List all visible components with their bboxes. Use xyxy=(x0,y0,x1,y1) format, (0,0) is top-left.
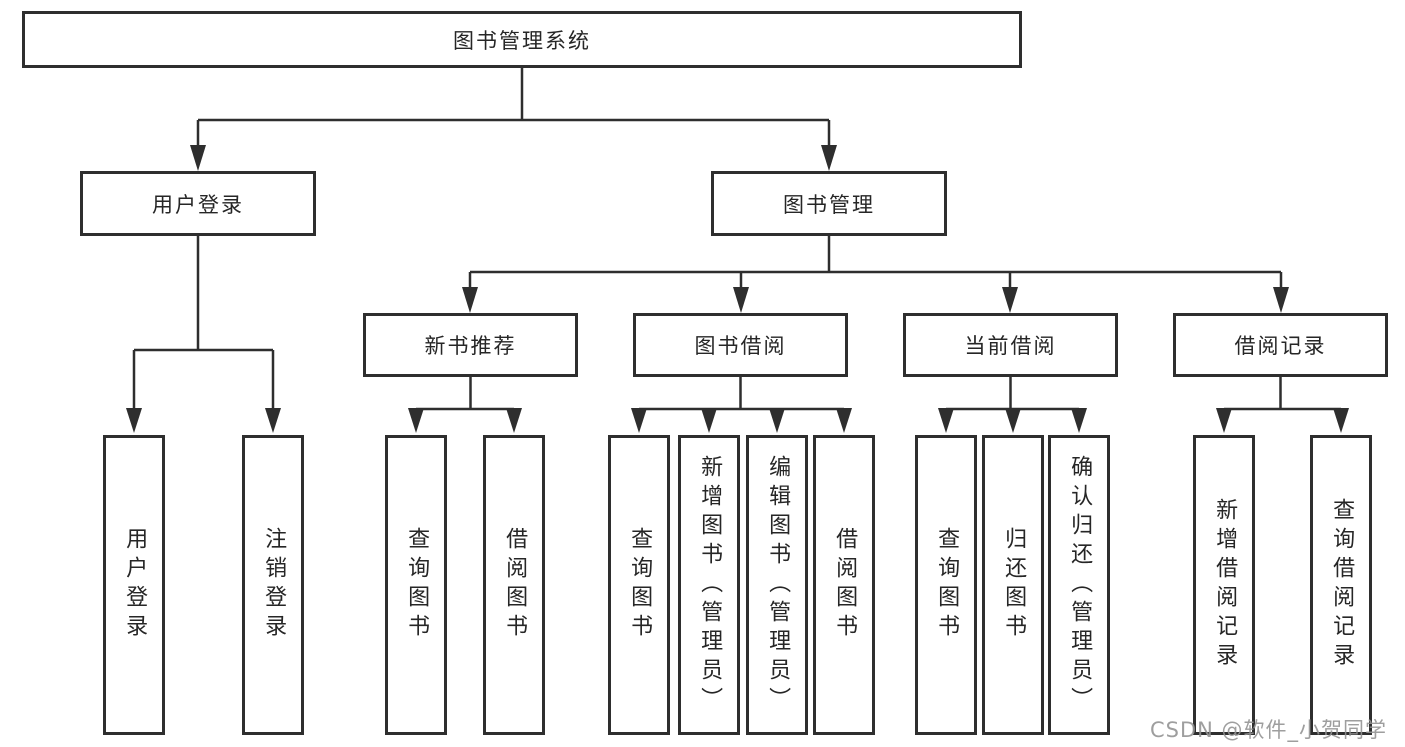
leaf-add-books-admin: 新增图书（管理员） xyxy=(678,435,740,735)
node-root: 图书管理系统 xyxy=(22,11,1022,68)
leaf-add-borrow-record: 新增借阅记录 xyxy=(1193,435,1255,735)
leaf-confirm-return-admin-label: 确认归还（管理员） xyxy=(1067,454,1093,716)
leaf-borrow-books-1-label: 借阅图书 xyxy=(502,527,528,643)
leaf-logout: 注销登录 xyxy=(242,435,304,735)
node-user-login: 用户登录 xyxy=(80,171,316,236)
leaf-logout-label: 注销登录 xyxy=(261,527,287,643)
node-current-borrow: 当前借阅 xyxy=(903,313,1118,377)
leaf-user-login-label: 用户登录 xyxy=(122,527,148,643)
leaf-user-login: 用户登录 xyxy=(103,435,165,735)
leaf-borrow-books-1: 借阅图书 xyxy=(483,435,545,735)
node-borrow-records-label: 借阅记录 xyxy=(1234,334,1327,358)
node-user-login-label: 用户登录 xyxy=(152,192,244,217)
node-book-management: 图书管理 xyxy=(711,171,947,236)
leaf-query-books-2-label: 查询图书 xyxy=(627,527,653,643)
leaf-borrow-books-2: 借阅图书 xyxy=(813,435,875,735)
leaf-query-books-3-label: 查询图书 xyxy=(934,527,960,643)
leaf-query-borrow-record: 查询借阅记录 xyxy=(1310,435,1372,735)
leaf-query-books-1-label: 查询图书 xyxy=(404,527,430,643)
leaf-query-books-3: 查询图书 xyxy=(915,435,977,735)
node-new-book-recommend: 新书推荐 xyxy=(363,313,578,377)
node-book-borrow: 图书借阅 xyxy=(633,313,848,377)
leaf-query-books-2: 查询图书 xyxy=(608,435,670,735)
leaf-return-books: 归还图书 xyxy=(982,435,1044,735)
node-book-borrow-label: 图书借阅 xyxy=(694,334,787,358)
leaf-borrow-books-2-label: 借阅图书 xyxy=(832,527,858,643)
leaf-query-borrow-record-label: 查询借阅记录 xyxy=(1329,498,1355,672)
node-borrow-records: 借阅记录 xyxy=(1173,313,1388,377)
node-book-management-label: 图书管理 xyxy=(783,192,875,217)
leaf-confirm-return-admin: 确认归还（管理员） xyxy=(1048,435,1110,735)
csdn-watermark: CSDN @软件_小贺同学 xyxy=(1150,718,1388,742)
leaf-edit-books-admin-label: 编辑图书（管理员） xyxy=(765,454,791,716)
node-root-label: 图书管理系统 xyxy=(453,28,591,53)
leaf-return-books-label: 归还图书 xyxy=(1001,527,1027,643)
node-new-book-recommend-label: 新书推荐 xyxy=(424,334,517,358)
node-current-borrow-label: 当前借阅 xyxy=(964,334,1057,358)
leaf-query-books-1: 查询图书 xyxy=(385,435,447,735)
leaf-add-borrow-record-label: 新增借阅记录 xyxy=(1212,498,1238,672)
leaf-add-books-admin-label: 新增图书（管理员） xyxy=(697,454,723,716)
leaf-edit-books-admin: 编辑图书（管理员） xyxy=(746,435,808,735)
